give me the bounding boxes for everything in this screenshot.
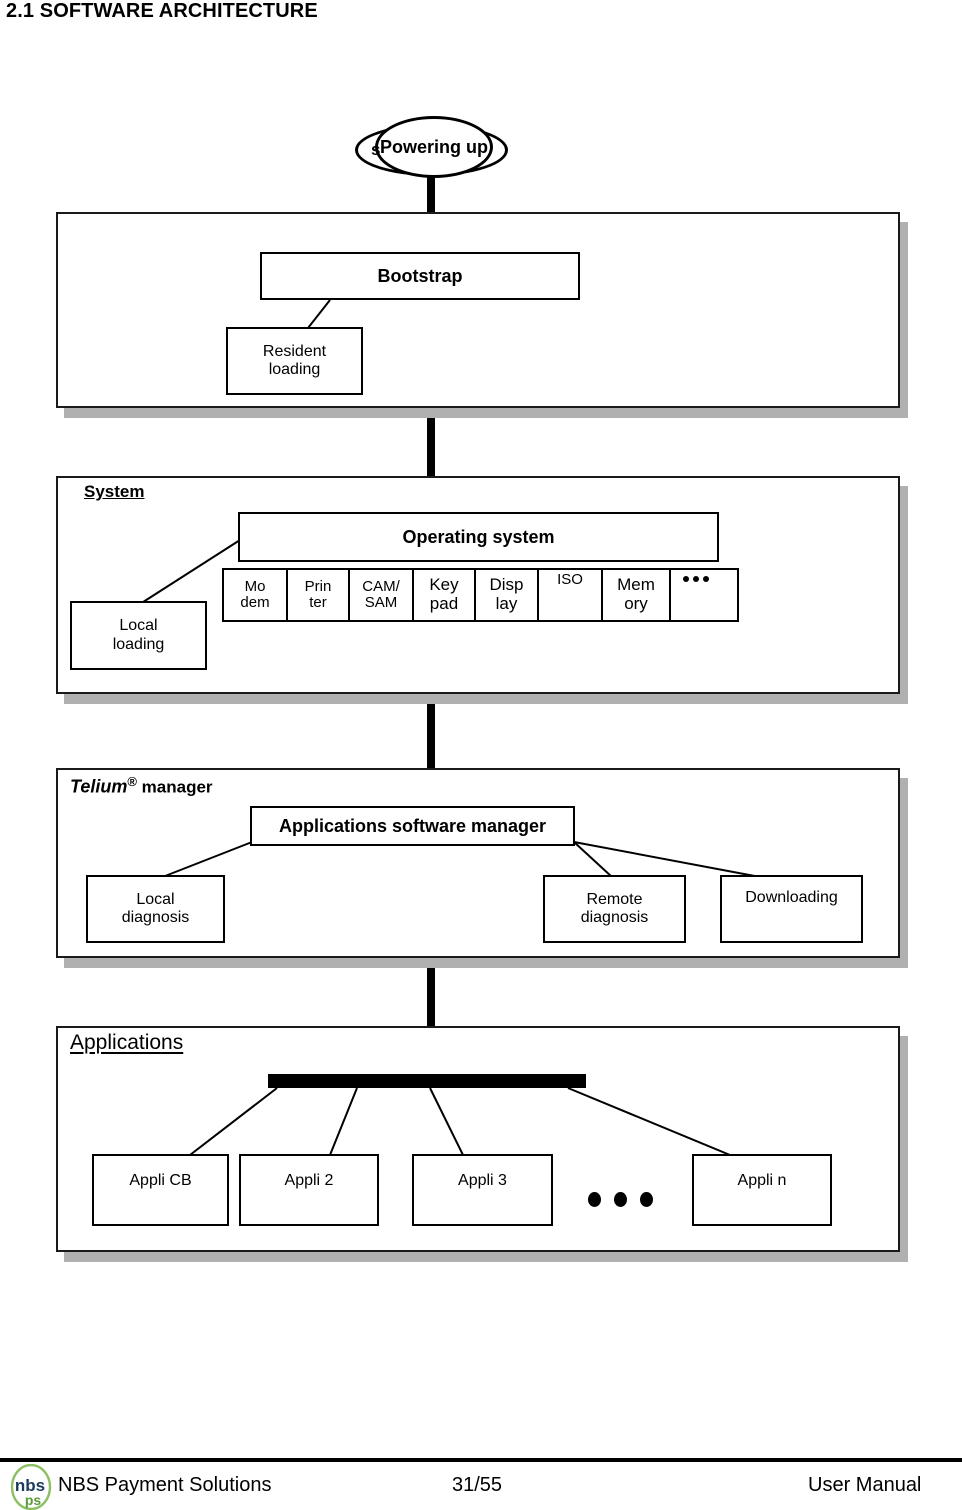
box-resident-loading: Resident loading [226, 327, 363, 395]
driver-cell-modem-line1: Mo [244, 577, 266, 595]
powering-up-node: Powering up [375, 116, 493, 178]
driver-cell-iso[interactable]: ISO [539, 570, 603, 620]
box-local-loading: Local loading [70, 601, 207, 670]
svg-text:ps: ps [25, 1492, 42, 1508]
driver-cell-modem[interactable]: Mo dem [224, 570, 288, 620]
footer-document-type: User Manual [808, 1474, 922, 1496]
footer-divider [0, 1458, 962, 1462]
box-local-diagnosis: Local diagnosis [86, 875, 225, 943]
driver-cell-memory[interactable]: Mem ory [603, 570, 671, 620]
box-operating-system: Operating system [238, 512, 719, 562]
telium-brand-word: Telium [70, 776, 128, 797]
applications-ellipsis-icon [588, 1192, 653, 1207]
box-remote-diagnosis: Remote diagnosis [543, 875, 686, 943]
driver-cell-iso-line1: ISO [557, 571, 583, 588]
driver-cell-display[interactable]: Disp lay [476, 570, 539, 620]
box-local-diagnosis-line2: diagnosis [121, 909, 190, 926]
driver-cell-memory-line1: Mem [617, 575, 655, 595]
driver-cell-keypad-line2: pad [429, 594, 459, 613]
applications-distribution-bar [268, 1074, 586, 1088]
driver-cell-cam-sam-line1: CAM/ [362, 577, 400, 595]
box-bootstrap: Bootstrap [260, 252, 580, 300]
box-appli-3: Appli 3 [412, 1154, 553, 1226]
panel-bootstrap [56, 212, 900, 408]
page-title: 2.1 SOFTWARE ARCHITECTURE [6, 0, 318, 22]
driver-cell-more[interactable] [671, 570, 737, 620]
footer-page-number: 31/55 [452, 1474, 503, 1496]
box-resident-loading-line1: Resident [262, 342, 327, 360]
driver-cell-cam-sam[interactable]: CAM/ SAM [350, 570, 414, 620]
panel-system-title: System [84, 482, 145, 501]
driver-strip: Mo dem Prin ter CAM/ SAM Key pad [222, 568, 739, 622]
panel-telium-title: Telium® manager [70, 774, 213, 798]
driver-cell-keypad-line1: Key [429, 575, 459, 595]
box-resident-loading-line2: loading [268, 361, 321, 378]
telium-manager-word: manager [136, 777, 213, 797]
page-footer: nbs ps NBS Payment Solutions 31/55 User … [0, 1462, 962, 1510]
powering-up-hidden-fragment: s [371, 140, 381, 159]
box-local-loading-line1: Local [119, 617, 158, 635]
driver-more-ellipsis-icon [683, 576, 709, 582]
box-local-loading-line2: loading [112, 635, 165, 653]
driver-cell-printer-line2: ter [309, 594, 327, 611]
driver-cell-memory-line2: ory [624, 594, 648, 613]
software-architecture-diagram: s Powering up Bootstrap Resident loading… [56, 116, 908, 1262]
footer-company-name: NBS Payment Solutions [58, 1474, 272, 1496]
box-remote-diagnosis-line1: Remote [586, 890, 643, 908]
driver-cell-display-line2: lay [495, 594, 518, 613]
box-appli-n: Appli n [692, 1154, 832, 1226]
nbs-ps-logo: nbs ps [10, 1464, 52, 1510]
driver-cell-printer-line1: Prin [304, 577, 332, 595]
box-appli-cb: Appli CB [92, 1154, 229, 1226]
box-remote-diagnosis-line2: diagnosis [580, 909, 649, 926]
driver-cell-cam-sam-line2: SAM [364, 594, 398, 611]
driver-cell-display-line1: Disp [489, 575, 524, 595]
svg-text:nbs: nbs [15, 1476, 45, 1495]
driver-cell-keypad[interactable]: Key pad [414, 570, 476, 620]
box-local-diagnosis-line1: Local [136, 890, 175, 908]
trunk-line-segment-4 [427, 625, 435, 810]
panel-applications-title: Applications [70, 1031, 184, 1054]
registered-trademark-icon: ® [127, 774, 137, 789]
driver-cell-printer[interactable]: Prin ter [288, 570, 350, 620]
driver-cell-modem-line2: dem [240, 594, 270, 611]
box-appli-2: Appli 2 [239, 1154, 379, 1226]
box-applications-software-manager: Applications software manager [250, 806, 575, 846]
box-downloading: Downloading [720, 875, 863, 943]
